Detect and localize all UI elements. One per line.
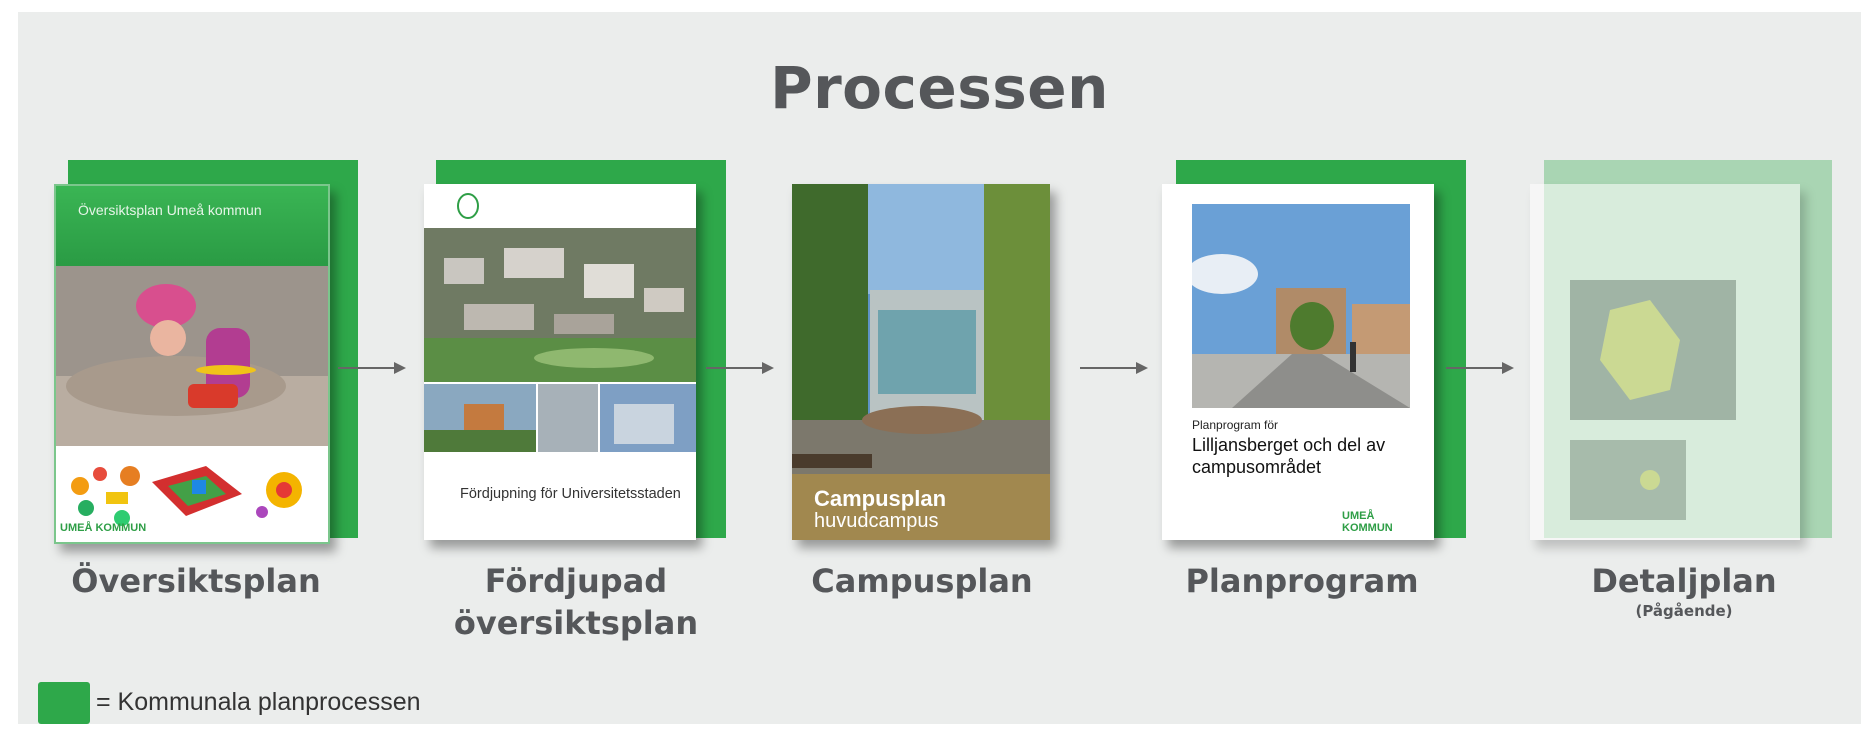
kommun-logo: UMEÅ KOMMUN <box>60 522 147 534</box>
step-label: Campusplan <box>811 562 1033 600</box>
child-photo <box>56 266 328 446</box>
aerial-photo <box>424 228 696 382</box>
kommun-logo: UMEÅ KOMMUN <box>1342 510 1393 534</box>
step-status: (Pågående) <box>1635 602 1733 620</box>
cover-prefix-text: Planprogram för <box>1192 418 1279 432</box>
legend-text: = Kommunala planprocessen <box>96 688 421 716</box>
building-photos <box>424 384 696 452</box>
cover-detaljplan <box>1530 184 1800 540</box>
step-detaljplan: Detaljplan (Pågående) <box>1528 160 1848 620</box>
toy-illustration <box>56 446 328 542</box>
campus-photo <box>792 184 1050 540</box>
arrow-4 <box>1446 358 1516 378</box>
cover-title-text: Fördjupning för Universitetsstaden <box>460 486 681 502</box>
cover-title-text: Översiktsplan Umeå kommun <box>78 202 262 218</box>
step-label-main: Detaljplan <box>1591 562 1777 600</box>
step-label: Detaljplan (Pågående) <box>1524 560 1844 620</box>
page-title: Processen <box>770 54 1109 122</box>
street-photo <box>1192 204 1410 408</box>
cover-title-text: Lilljansberget och del av campusområdet <box>1192 435 1386 477</box>
step-label: Fördjupad översiktsplan <box>416 560 736 644</box>
arrow-2 <box>706 358 776 378</box>
cover-campusplan: Campusplan huvudcampus <box>792 184 1050 540</box>
step-label-line2: översiktsplan <box>453 604 699 642</box>
step-oversiktsplan: Översiktsplan Umeå kommun UME <box>50 160 370 600</box>
step-label-line1: Fördjupad <box>484 562 668 600</box>
cover-oversiktsplan: Översiktsplan Umeå kommun UME <box>54 184 330 544</box>
arrow-3 <box>1080 358 1150 378</box>
cover-header-band <box>56 186 328 266</box>
step-label: Planprogram <box>1185 562 1419 600</box>
cover-fordjupad: Fördjupning för Universitetsstaden <box>424 184 696 540</box>
step-fordjupad-oversiktsplan: Fördjupning för Universitetsstaden Fördj… <box>420 160 740 642</box>
cover-title-text: Campusplan <box>814 486 947 511</box>
step-planprogram: Planprogram för Lilljansberget och del a… <box>1160 160 1480 600</box>
map-illustration <box>1570 280 1736 520</box>
arrow-1 <box>338 358 408 378</box>
cover-subtitle-text: huvudcampus <box>814 510 939 532</box>
cover-planprogram: Planprogram för Lilljansberget och del a… <box>1162 184 1434 540</box>
step-campusplan: Campusplan huvudcampus Campusplan <box>790 160 1110 600</box>
leaf-logo <box>457 193 479 219</box>
step-label: Översiktsplan <box>71 562 321 600</box>
legend-swatch <box>38 682 90 724</box>
